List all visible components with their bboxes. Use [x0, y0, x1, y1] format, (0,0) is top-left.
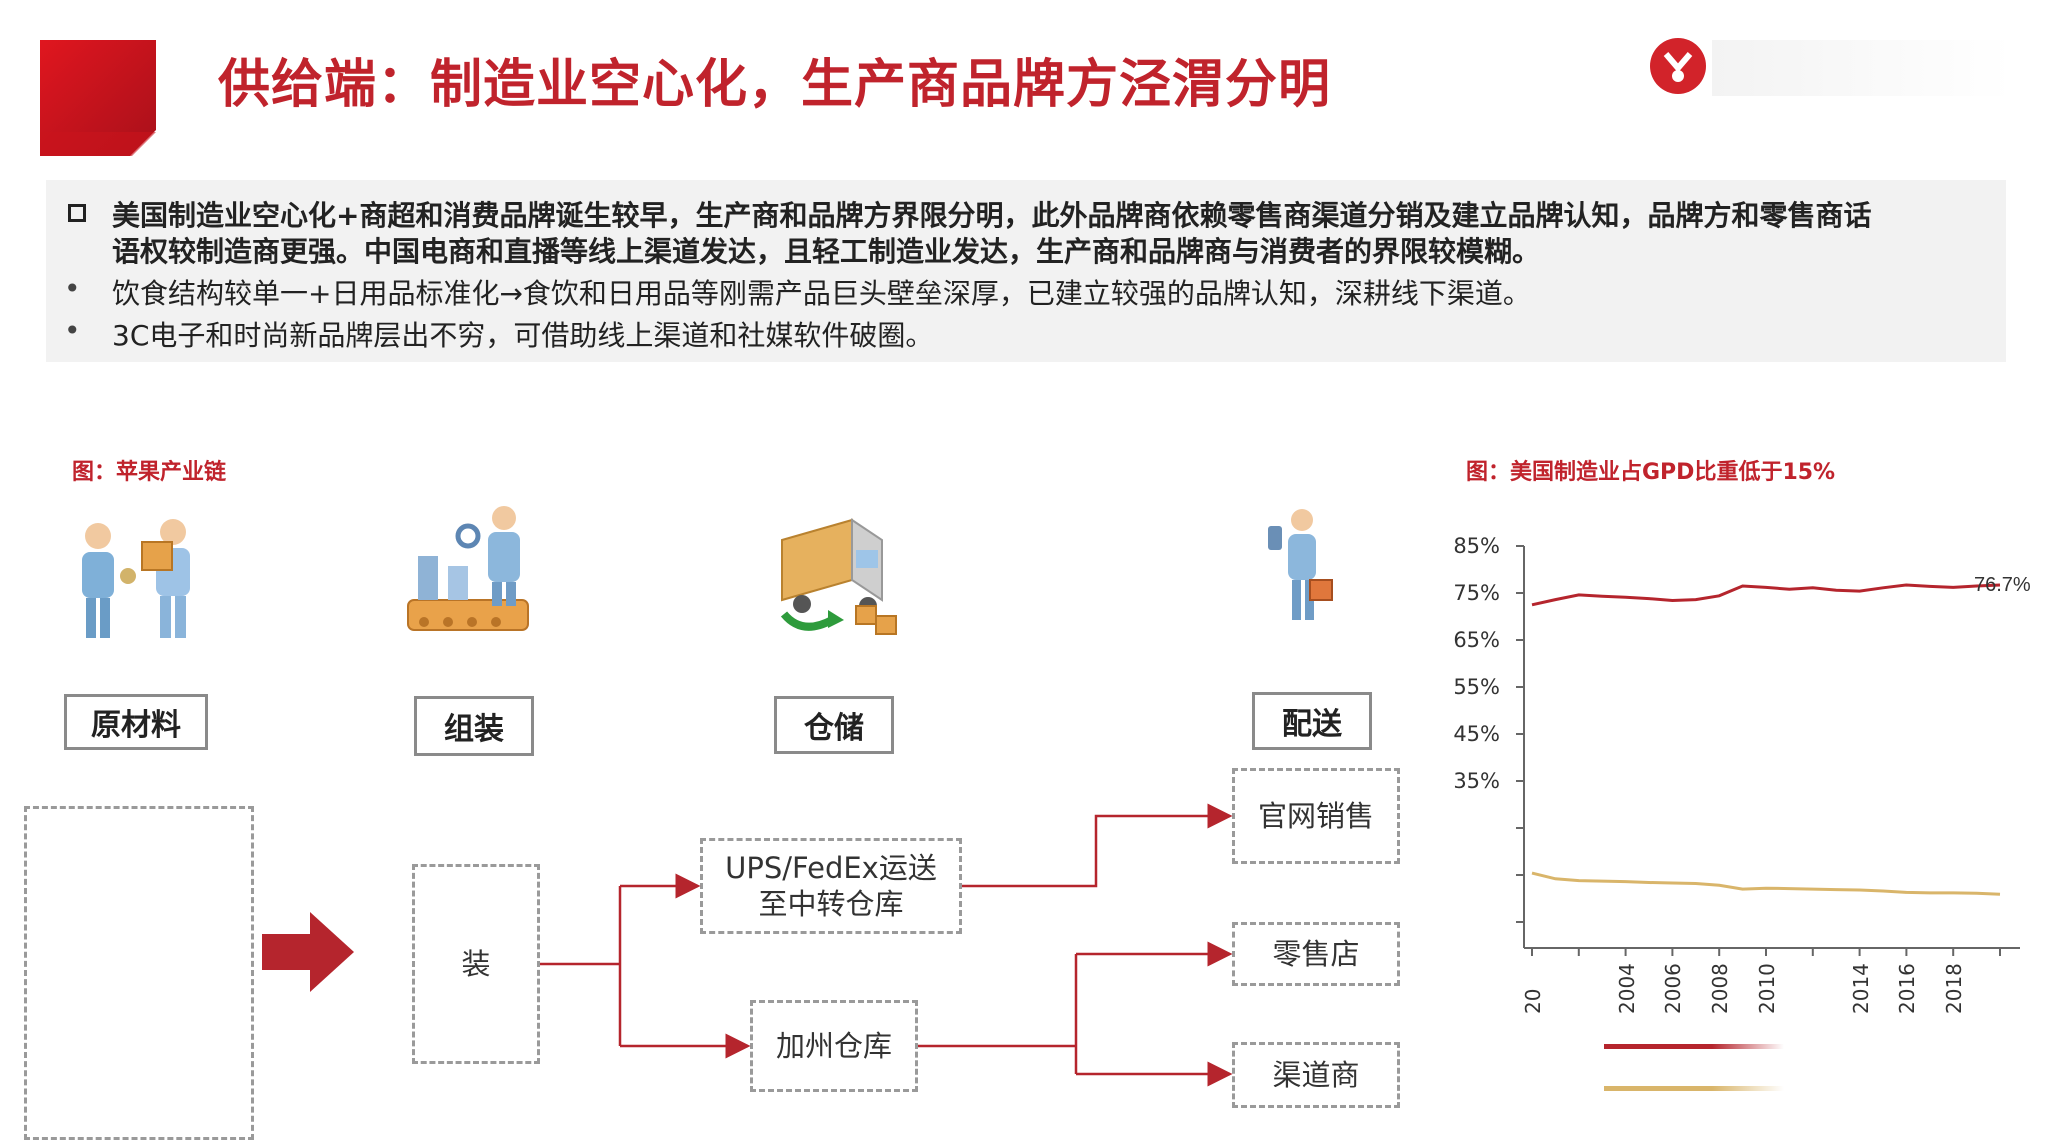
x-tick-label: 2016	[1895, 963, 1920, 1014]
right-figure-caption: 图：美国制造业占GPD比重低于15%	[1466, 460, 1836, 485]
delivery-truck-icon	[772, 510, 902, 644]
page-title: 供给端：制造业空心化，生产商品牌方泾渭分明	[218, 55, 1332, 115]
channel-distributor: 渠道商	[1232, 1042, 1400, 1108]
stage-label-warehouse: 仓储	[774, 696, 894, 754]
channel-official-website: 官网销售	[1232, 768, 1400, 864]
left-figure-caption: 图：苹果产业链	[72, 460, 227, 485]
summary-line-1: 美国制造业空心化+商超和消费品牌诞生较早，生产商和品牌方界限分明，此外品牌商依赖…	[112, 199, 1872, 232]
stage-label-delivery: 配送	[1252, 692, 1372, 750]
arrow-right-icon	[262, 912, 354, 996]
x-tick-label: 2008	[1708, 963, 1733, 1014]
series-line-2	[1531, 871, 2001, 896]
y-tick-label: 75%	[1453, 581, 1500, 605]
assembly-box: 装	[412, 864, 540, 1064]
stage-label-raw-material: 原材料	[64, 694, 208, 750]
summary-panel: 美国制造业空心化+商超和消费品牌诞生较早，生产商和品牌方界限分明，此外品牌商依赖…	[46, 180, 2006, 362]
ups-fedex-box: UPS/FedEx运送 至中转仓库	[700, 838, 962, 934]
series-line-1	[1531, 583, 2001, 607]
brand-logo-icon	[1648, 36, 1708, 96]
y-tick-label: 45%	[1453, 722, 1500, 746]
x-tick-label: 20	[1521, 988, 1545, 1014]
legend-swatch-gold	[1604, 1086, 1784, 1091]
legend-swatch-red	[1604, 1044, 1784, 1049]
california-warehouse-box: 加州仓库	[750, 1000, 918, 1092]
x-tick-label: 2010	[1755, 963, 1779, 1014]
summary-bullet-1: 饮食结构较单一+日用品标准化→食饮和日用品等刚需产品巨头壁垒深厚，已建立较强的品…	[112, 277, 1531, 310]
header-accent-block	[40, 40, 156, 156]
assembly-worker-icon	[404, 496, 534, 650]
channel-retail-store: 零售店	[1232, 922, 1400, 986]
stage-label-assembly: 组装	[414, 696, 534, 756]
x-tick-label: 2004	[1614, 963, 1639, 1014]
x-tick-label: 2014	[1848, 963, 1873, 1014]
bullet-dot: •	[64, 314, 81, 347]
raw-material-box	[24, 806, 254, 1140]
series-end-label: 76.7%	[1974, 574, 2031, 596]
summary-line-2: 语权较制造商更强。中国电商和直播等线上渠道发达，且轻工制造业发达，生产商和品牌商…	[112, 235, 1541, 268]
y-tick-label: 85%	[1453, 534, 1500, 558]
square-bullet-icon	[68, 204, 86, 222]
summary-bullet-2: 3C电子和时尚新品牌层出不穷，可借助线上渠道和社媒软件破圈。	[112, 319, 934, 352]
bullet-dot: •	[64, 272, 81, 305]
y-tick-label: 65%	[1453, 628, 1500, 652]
people-exchange-icon	[68, 506, 208, 650]
y-tick-label: 55%	[1453, 675, 1500, 699]
x-tick-label: 2006	[1661, 963, 1686, 1014]
courier-icon	[1260, 506, 1340, 630]
y-tick-label: 35%	[1453, 769, 1500, 793]
x-tick-label: 2018	[1942, 963, 1967, 1014]
logo-fade	[1712, 40, 2012, 96]
